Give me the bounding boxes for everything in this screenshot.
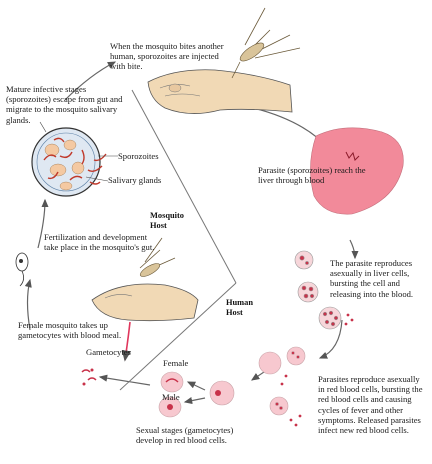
label-sporozoites: Sporozoites [118,151,159,161]
salivary-gland-cross-section [31,121,118,197]
label-female: Female [163,358,189,368]
arrow-glands-to-bite [64,61,117,101]
red-blood-cell-stages [158,346,306,427]
label-liver-reproduction: The parasite reproduces asexually in liv… [330,258,414,299]
label-salivary-glands: Salivary glands [108,175,162,185]
gametocytes-illustration [81,368,97,386]
label-mosquito-host: Mosquito Host [150,211,184,230]
label-rbc-reproduction: Parasites reproduce asexually in red blo… [318,374,423,436]
arrow-gut-to-glands [37,198,49,249]
label-liver: Parasite (sporozoites) reach the liver t… [258,165,366,186]
arrow-liver-cells-to-rbc [318,319,343,359]
liver-cell-stages [294,250,354,330]
label-sexual-stages: Sexual stages (gametocytes) develop in r… [136,425,234,446]
label-human-host: Human Host [226,298,253,317]
arrow-liver-to-cells [349,239,359,260]
liver-illustration [310,127,404,215]
arrow-to-gametocytes [98,374,151,386]
arrow-to-mosquito-gut [24,278,32,331]
label-fertilization: Fertilization and development take place… [44,232,155,253]
arrow-to-female [186,381,206,391]
hand-being-bitten-illustration [147,7,301,114]
label-bite: When the mosquito bites another human, s… [110,41,224,72]
label-gametocytes: Gametocytes [86,347,131,357]
sporozoite-strands [43,137,107,185]
host-divider [119,89,237,391]
arrow-to-male [183,397,206,405]
mosquito-gut-stage [15,252,29,287]
label-male: Male [162,392,180,402]
label-female-mosquito: Female mosquito takes up gametocytes wit… [18,320,122,341]
mosquito-blood-meal-illustration [91,237,199,362]
label-mature-stages: Mature infective stages (sporozoites) es… [6,84,123,125]
